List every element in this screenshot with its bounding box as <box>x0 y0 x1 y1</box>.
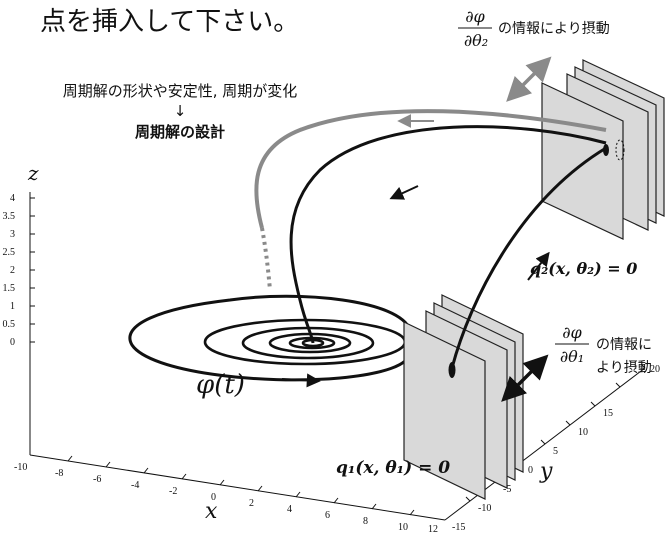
x-tick: 0 <box>211 492 216 503</box>
arrow-up <box>527 251 550 281</box>
x-tick: 6 <box>325 510 330 521</box>
x-tick: 8 <box>363 516 368 527</box>
y-tick-labels: -15 -10 -5 0 5 10 15 20 <box>452 364 660 533</box>
perturb-bottom-line2: より摂動 <box>596 360 652 376</box>
z-tick: 3.5 <box>3 211 16 222</box>
transfer-curve-up <box>450 146 607 369</box>
modified-curve-dotted <box>260 227 272 291</box>
arrow-phi <box>281 373 321 388</box>
x-tick: 4 <box>287 504 292 515</box>
caption-line1: 周期解の形状や安定性, 周期が変化 <box>63 82 298 100</box>
z-tick: 2.5 <box>3 247 16 258</box>
x-tick-labels: -10 -8 -6 -4 -2 0 2 4 6 8 10 12 <box>14 462 438 534</box>
perturb-top-label: の情報により摂動 <box>498 21 610 37</box>
transfer-curve-return <box>289 125 607 344</box>
x-axis-label: x <box>205 499 218 524</box>
partial-phi-theta2: ∂φ ∂θ₂ <box>458 7 492 50</box>
modified-curve <box>254 109 607 229</box>
x-tick: -10 <box>14 462 27 473</box>
x-ticks <box>29 450 415 516</box>
perturb-bottom-line1: の情報に <box>596 337 652 353</box>
y-tick: 20 <box>650 364 660 375</box>
z-axis-label: z <box>27 161 39 185</box>
z-tick: 2 <box>10 265 15 276</box>
svg-text:∂θ₁: ∂θ₁ <box>560 347 584 366</box>
x-tick: 2 <box>249 498 254 509</box>
y-tick: 0 <box>528 465 533 476</box>
z-tick: 4 <box>10 193 15 204</box>
y-tick: -15 <box>452 522 465 533</box>
y-tick: -5 <box>503 484 511 495</box>
z-tick: 1 <box>10 301 15 312</box>
x-tick: -8 <box>55 468 63 479</box>
intersection-q2 <box>603 144 609 156</box>
orbit-3 <box>241 326 375 360</box>
x-tick: 12 <box>428 524 438 534</box>
y-axis-label: y <box>539 459 553 484</box>
z-tick: 0 <box>10 337 15 348</box>
y-tick: 5 <box>553 446 558 457</box>
z-tick: 0.5 <box>3 319 16 330</box>
caption-arrow: ↓ <box>174 102 187 120</box>
x-tick: 10 <box>398 522 408 533</box>
phi-label: φ(t) <box>196 370 245 400</box>
z-tick: 3 <box>10 229 15 240</box>
intersection-q2-dotted <box>615 139 625 161</box>
q1-label: q₁(x, θ₁) = 0 <box>336 458 450 478</box>
spiral-orbits <box>128 294 452 382</box>
arrow-return <box>389 185 419 200</box>
perturb-arrow-bottom <box>501 354 549 402</box>
caption-line2: 周期解の設計 <box>135 123 225 141</box>
x-tick: -6 <box>93 474 101 485</box>
x-axis <box>29 454 446 521</box>
y-tick: 10 <box>578 427 588 438</box>
y-tick: 15 <box>603 408 613 419</box>
svg-text:∂φ: ∂φ <box>465 7 485 26</box>
svg-text:∂φ: ∂φ <box>562 323 582 342</box>
intersection-q1 <box>448 362 456 378</box>
y-tick: -10 <box>478 503 491 514</box>
z-tick-labels: 4 3.5 3 2.5 2 1.5 1 0.5 0 <box>3 193 16 348</box>
perturb-arrow-top <box>506 56 552 102</box>
z-tick: 1.5 <box>3 283 16 294</box>
q2-label: q₂(x, θ₂) = 0 <box>530 259 637 278</box>
x-tick: -2 <box>169 486 177 497</box>
x-tick: -4 <box>131 480 139 491</box>
svg-text:∂θ₂: ∂θ₂ <box>464 31 488 50</box>
header-text: 点を挿入して下さい。 <box>40 7 299 37</box>
outer-orbit <box>128 294 412 382</box>
partial-phi-theta1: ∂φ ∂θ₁ <box>555 323 589 366</box>
